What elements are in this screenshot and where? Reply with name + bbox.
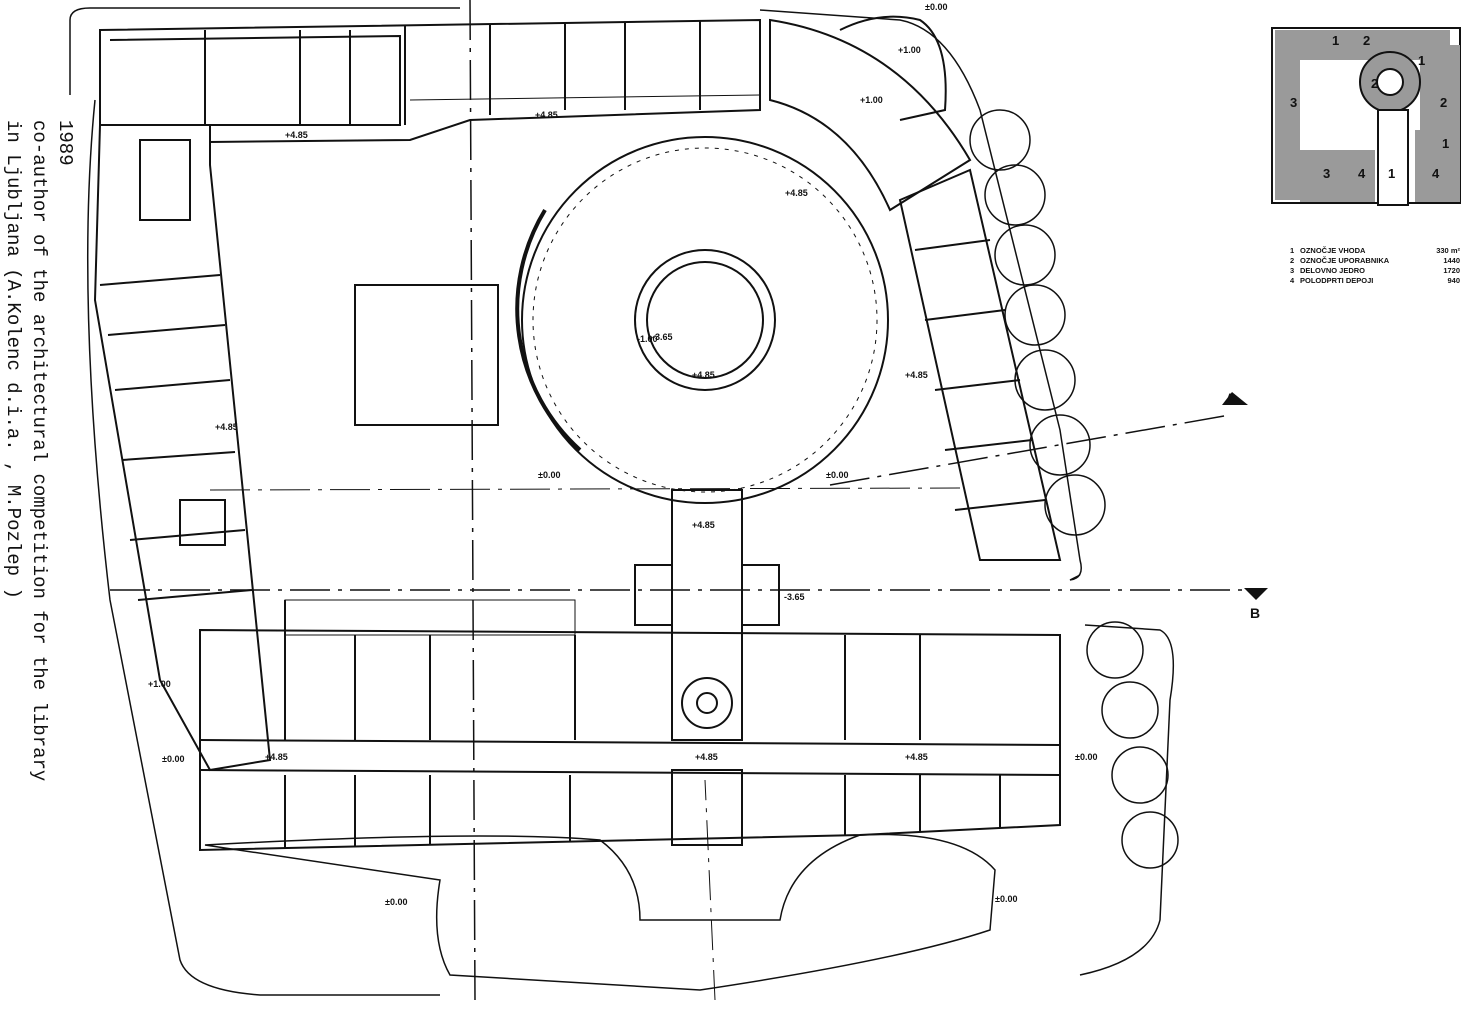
- level-label: +4.85: [905, 752, 928, 762]
- reading-hall-mid: [532, 147, 878, 493]
- south-entrance-stair: [671, 769, 743, 846]
- west-stair-2: [179, 499, 226, 546]
- level-label: ±0.00: [1075, 752, 1097, 762]
- keyplan-label: 1: [1418, 53, 1425, 68]
- forecourt: [204, 833, 996, 991]
- legend-row: 1 OZNOČJE VHODA 330 m²: [1290, 246, 1460, 255]
- axis-diagonal: [704, 779, 716, 1001]
- tree-row-east: [969, 109, 1106, 536]
- east-wing-long: [898, 168, 1062, 561]
- level-label: ±0.00: [385, 897, 407, 907]
- section-line-a: [829, 414, 1231, 486]
- axis-horizontal: [209, 487, 961, 491]
- legend-row: 2 OZNOČJE UPORABNIKA 1440: [1290, 256, 1460, 265]
- reading-hall-core: [634, 249, 776, 391]
- level-label: +1.00: [860, 95, 883, 105]
- keyplan-label: 1: [1442, 136, 1449, 151]
- area-legend: 1 OZNOČJE VHODA 330 m² 2 OZNOČJE UPORABN…: [1290, 246, 1460, 286]
- level-label: ±0.00: [538, 470, 560, 480]
- level-label: ±0.00: [925, 2, 947, 12]
- section-marker-a-arrow: [1222, 392, 1248, 405]
- caption-line-2: in Ljubljana (A.Kolenc d.i.a. , M.Pozlep…: [2, 120, 24, 599]
- keyplan-label: 2: [1440, 95, 1447, 110]
- site-boundary-right: [759, 9, 1082, 581]
- level-label: +4.85: [785, 188, 808, 198]
- key-plan: [1271, 27, 1461, 206]
- level-label: +4.85: [285, 130, 308, 140]
- site-boundary-left: [86, 99, 440, 996]
- level-label: +4.85: [692, 520, 715, 530]
- level-label: +1.00: [898, 45, 921, 55]
- level-label: +4.85: [215, 422, 238, 432]
- level-label: -3.65: [652, 332, 673, 342]
- east-wing-curve: [769, 18, 972, 212]
- axis-vertical: [469, 0, 476, 1001]
- keyplan-label: 2: [1363, 33, 1370, 48]
- south-wing: [199, 628, 1061, 852]
- level-label: +1.00: [148, 679, 171, 689]
- east-wing-rotunda: [839, 15, 947, 121]
- site-boundary-lower-right: [1079, 624, 1175, 976]
- keyplan-label: 4: [1358, 166, 1366, 181]
- level-label: ±0.00: [162, 754, 184, 764]
- tree-row-south: [1086, 621, 1179, 869]
- reading-hall-outer: [521, 136, 889, 504]
- level-label: -3.65: [784, 592, 805, 602]
- keyplan-label: 3: [1290, 95, 1297, 110]
- keyplan-label: 1: [1332, 33, 1339, 48]
- site-boundary: [69, 7, 460, 95]
- reading-hall-core-inner: [646, 261, 764, 379]
- level-label: +4.85: [265, 752, 288, 762]
- keyplan-label: 2: [1371, 76, 1378, 91]
- level-label: +4.85: [692, 370, 715, 380]
- caption-year: 1989: [54, 120, 76, 166]
- south-roof-band: [284, 599, 576, 636]
- courtyard-pavilion: [354, 284, 499, 426]
- legend-row: 4 POLODPRTI DEPOJI 940: [1290, 276, 1460, 285]
- west-wing: [93, 124, 272, 772]
- level-label: +4.85: [905, 370, 928, 380]
- north-wing-inner: [109, 34, 401, 126]
- spine-stair-right: [741, 564, 780, 626]
- level-label: -1.00: [637, 334, 658, 344]
- level-label: +4.85: [535, 110, 558, 120]
- caption-line-1: co-author of the architectural competiti…: [28, 120, 50, 782]
- west-stair-1: [139, 139, 191, 221]
- reading-hall-arc: [515, 208, 582, 452]
- section-marker-a: A: [1226, 391, 1235, 405]
- level-label: ±0.00: [826, 470, 848, 480]
- legend-row: 3 DELOVNO JEDRO 1720: [1290, 266, 1460, 275]
- keyplan-label: 1: [1388, 166, 1395, 181]
- spine-stair-left: [634, 564, 673, 626]
- level-label: +4.85: [695, 752, 718, 762]
- level-label: ±0.00: [995, 894, 1017, 904]
- keyplan-label: 4: [1432, 166, 1440, 181]
- fountain: [681, 677, 733, 729]
- section-marker-b-arrow: [1244, 588, 1268, 600]
- keyplan-label: 3: [1323, 166, 1330, 181]
- section-marker-b: B: [1250, 605, 1260, 621]
